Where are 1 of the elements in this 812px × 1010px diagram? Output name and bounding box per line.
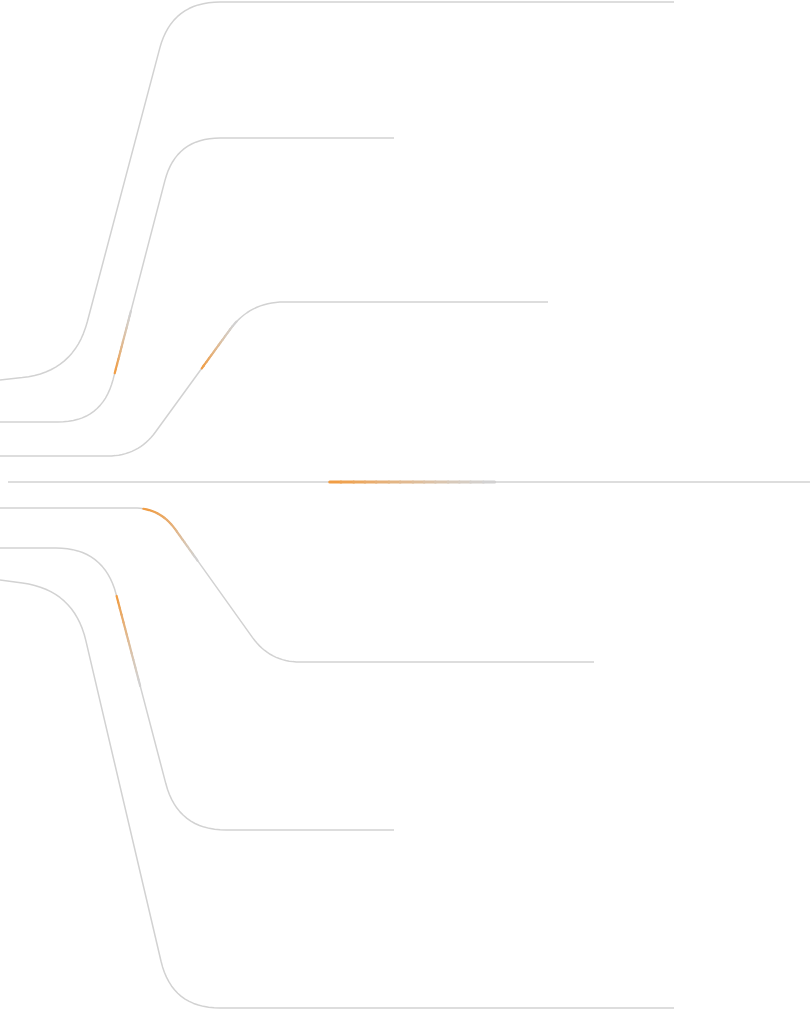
line-drawing bbox=[0, 1, 811, 1009]
